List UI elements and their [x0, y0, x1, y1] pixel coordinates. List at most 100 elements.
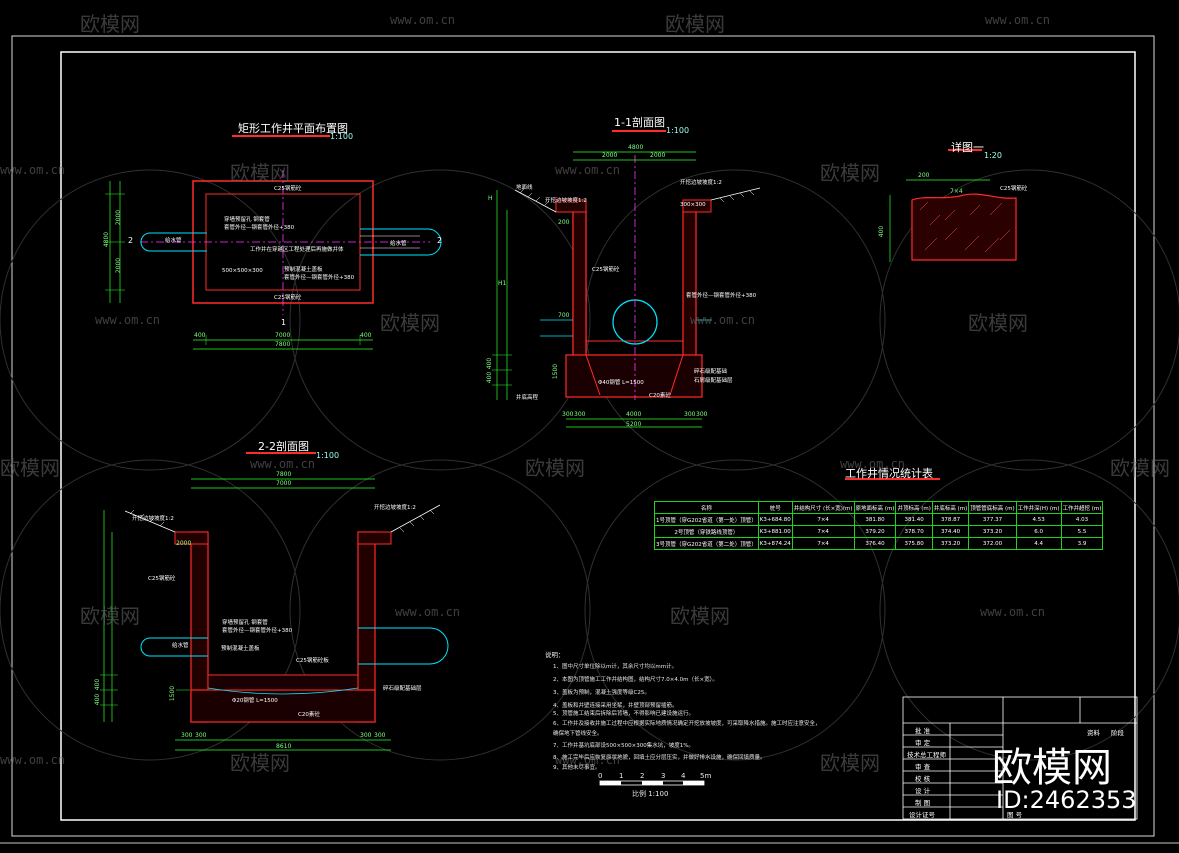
sec11-dim: 2000	[650, 152, 666, 159]
section-1-1-title: 1-1剖面图	[614, 116, 665, 129]
section-mark: 1	[281, 318, 287, 327]
watermark-brand: 欧模网	[0, 456, 60, 480]
watermark-url: www.om.cn	[555, 163, 621, 177]
note-line: 1、图中尺寸单位除以m计，其余尺寸均以mm计。	[553, 664, 678, 670]
title-block-cell: 资料	[1087, 729, 1100, 737]
watermark-brand: 欧模网	[80, 604, 140, 628]
note-line: 2、本图为顶管施工工作井结构图，结构尺寸7.0×4.0m（长×宽）。	[553, 677, 718, 683]
sec11-dim: 5200	[626, 421, 642, 428]
sec22-dim: 300	[181, 732, 193, 739]
watermark-url: www.om.cn	[555, 753, 621, 767]
sec22-label: 套管外径—钢套管外径+380	[222, 628, 293, 634]
watermark-url: www.om.cn	[395, 605, 461, 619]
table-cell: 377.37	[968, 513, 1017, 526]
plan-label: 给水管	[390, 241, 407, 247]
plan-dim: 400	[360, 332, 372, 339]
table-header: 井结构尺寸 (长×宽)(m)	[791, 501, 855, 514]
watermark-url: www.om.cn	[690, 313, 756, 327]
table-header: 名称	[654, 501, 759, 514]
detail-label: C25钢筋砼	[1000, 186, 1028, 192]
sec22-label: 开挖边坡坡度1:2	[374, 505, 416, 511]
plan-label: 穿墙预留孔 钢套管	[224, 217, 270, 223]
watermark-brand: 欧模网	[230, 161, 290, 185]
plan-label: 工作井在穿越区工程处理后再施做井体	[250, 247, 344, 253]
note-line: 确保地下管线安全。	[553, 731, 603, 737]
sec11-dim: H1	[498, 280, 507, 287]
sec22-label: 碎石级配基础层	[383, 686, 422, 692]
watermark-url: www.om.cn	[980, 605, 1046, 619]
sec22-dim: 400	[94, 678, 102, 691]
sec11-dim: 200	[558, 219, 570, 226]
table-cell: 381.80	[853, 513, 897, 526]
section-2-2-scale: 1:100	[316, 451, 340, 460]
sec11-dim: 400	[486, 371, 494, 384]
sec22-label: 给水管	[172, 643, 189, 649]
plan-label: 给水管	[165, 238, 182, 244]
watermark-url: www.om.cn	[250, 457, 316, 471]
sec11-dim: 2000	[602, 152, 618, 159]
sec11-dim: 4000	[626, 411, 642, 418]
watermark-brand: 欧模网	[230, 751, 290, 775]
table-cell: 381.40	[895, 513, 933, 526]
title-block-grid	[902, 696, 1138, 820]
table-header: 井底标高 (m)	[931, 501, 970, 514]
sec22-dim: 1500	[169, 685, 177, 702]
table-title: 工作井情况统计表	[845, 467, 933, 480]
plan-scale: 1:100	[330, 132, 354, 141]
scale-tick: 5m	[700, 772, 712, 780]
section-mark: 2	[437, 236, 443, 245]
table-header: 原地面标高 (m)	[853, 501, 897, 514]
brand-logo: 欧模网	[992, 745, 1112, 791]
watermark-brand: 欧模网	[820, 751, 880, 775]
table-header: 顶管管底标高 (m)	[968, 501, 1017, 514]
table-cell: K3+684.80	[757, 513, 793, 526]
statistics-table: 名称 桩号 井结构尺寸 (长×宽)(m) 原地面标高 (m) 井顶标高 (m) …	[654, 501, 1104, 550]
notes-heading: 说明：	[545, 651, 565, 659]
sec11-label: C20素砼	[649, 393, 671, 399]
sec22-dim: 300	[374, 732, 386, 739]
table-header: 桩号	[757, 501, 793, 514]
table-header-row: 名称 桩号 井结构尺寸 (长×宽)(m) 原地面标高 (m) 井顶标高 (m) …	[654, 501, 1104, 514]
resource-id: ID:2462353	[996, 786, 1137, 814]
title-block-cell: 设 计	[915, 787, 931, 795]
sec11-dim: 400	[486, 357, 494, 370]
section-1-1-scale: 1:100	[666, 126, 690, 135]
table-cell: 5.5	[1060, 525, 1104, 538]
section-mark: 2	[128, 236, 134, 245]
sec11-label: 碎石级配基础	[694, 369, 728, 375]
table-cell: 378.87	[931, 513, 970, 526]
sec11-label: 地面线	[516, 185, 533, 191]
scale-tick: 2	[640, 772, 645, 780]
table-cell: 2号顶管（穿铁路线顶管）	[654, 525, 759, 538]
sec11-label: C25钢筋砼	[592, 267, 620, 273]
title-block-cell: 审 查	[915, 763, 931, 771]
sec22-dim: 7000	[276, 480, 292, 487]
watermark-url: www.om.cn	[840, 457, 906, 471]
detail-scale: 1:20	[984, 151, 1002, 160]
scale-tick: 0	[598, 772, 603, 780]
sec11-dim: 300	[562, 411, 574, 418]
table-cell: K3+881.00	[757, 525, 793, 538]
table-header: 井顶标高 (m)	[895, 501, 933, 514]
table-header: 工作井超挖 (m)	[1060, 501, 1104, 514]
note-line: 7、工作井基坑底部设500×500×300集水坑，坡度1%。	[553, 743, 694, 749]
table-cell: 7×4	[791, 537, 855, 550]
sec22-dim: 7800	[276, 471, 292, 478]
title-block: 批 准 审 定 技术总工程师 审 查 校 核 设 计 制 图 设计证号 资料 阶…	[903, 697, 1137, 819]
table-cell: 4.53	[1015, 513, 1062, 526]
sec11-label: 300×300	[680, 202, 706, 208]
watermark-brand: 欧模网	[670, 604, 730, 628]
table-cell: 374.40	[931, 525, 970, 538]
sec22-label: 穿墙预留孔 钢套管	[222, 620, 268, 626]
sec11-label: 套管外径—钢套管外径+380	[686, 293, 757, 299]
scale-caption: 比例 1:100	[632, 790, 669, 798]
note-line: 8、施工完毕后应恢复原状地貌，回填土应分层压实，并做好排水设施，确保回填质量。	[553, 755, 766, 761]
sec22-dim: 8610	[276, 743, 292, 750]
note-line: 6、工作井及接收井施工过程中应根据实际地质情况确定开挖放坡坡度，可采取降水措施。…	[553, 721, 821, 727]
scale-tick: 1	[619, 772, 624, 780]
table-cell: 4.4	[1015, 537, 1062, 550]
sec22-dim: 300	[360, 732, 372, 739]
sec22-dim: 2000	[176, 540, 192, 547]
outer-frame	[11, 35, 1155, 837]
plan-dim: 400	[194, 332, 206, 339]
